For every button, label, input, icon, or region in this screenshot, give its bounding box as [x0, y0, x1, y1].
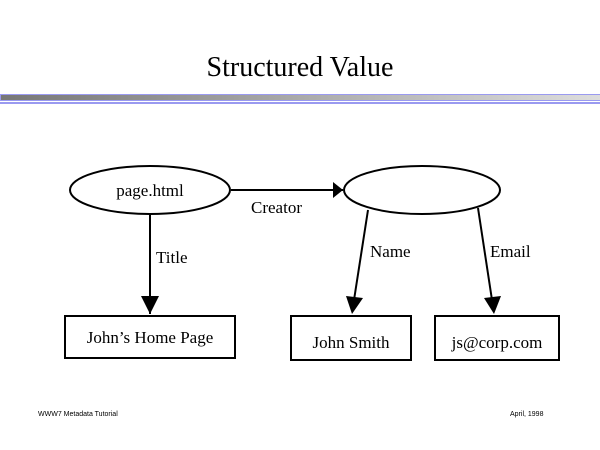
node-home-page	[64, 315, 236, 359]
edge-email	[477, 207, 493, 301]
edge-name-label: Name	[370, 242, 411, 261]
footer-left: WWW7 Metadata Tutorial	[38, 411, 118, 418]
slide-title: Structured Value	[206, 52, 394, 83]
title-rule-gradient	[0, 94, 600, 101]
node-email-label: js@corp.com	[451, 333, 543, 352]
title-rule-thin	[0, 102, 600, 104]
arrowhead	[484, 296, 501, 314]
node-email	[434, 315, 560, 361]
node-page-html-label: page.html	[116, 181, 184, 200]
node-anonymous	[343, 165, 501, 215]
node-john-smith	[290, 315, 412, 361]
node-john-smith-label: John Smith	[313, 333, 390, 352]
edge-name	[353, 209, 369, 301]
arrowhead	[141, 296, 159, 314]
arrowhead	[346, 296, 363, 314]
edge-title-label: Title	[156, 248, 188, 267]
node-home-page-label: John’s Home Page	[87, 328, 214, 347]
edge-email-label: Email	[490, 242, 531, 261]
footer-right: April, 1998	[510, 411, 544, 418]
edge-creator-label: Creator	[251, 198, 302, 217]
